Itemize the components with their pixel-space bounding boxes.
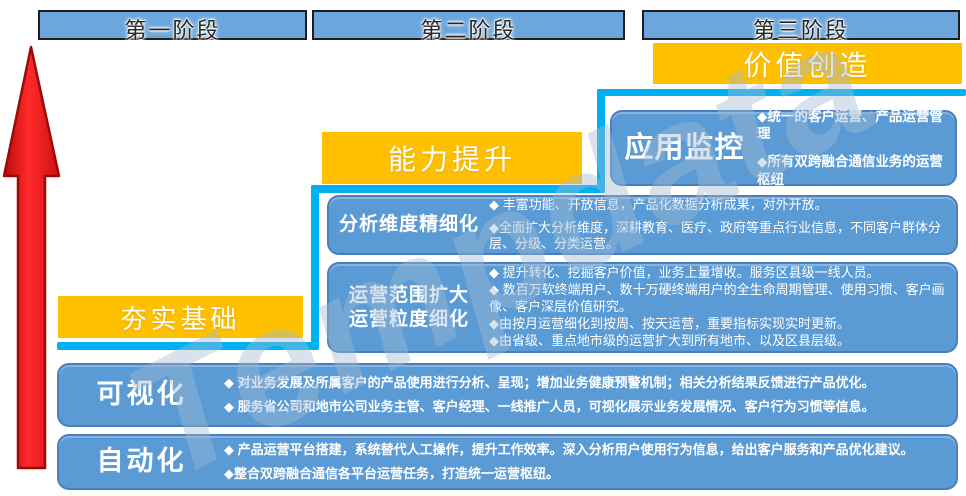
card-operation-scope-title: 运营范围扩大 运营粒度细化 bbox=[329, 264, 489, 351]
phase-header-2: 第二阶段 bbox=[312, 10, 625, 43]
card-automation: 自动化 ◆ 产品运营平台搭建，系统替代人工操作，提升工作效率。深入分析用户使用行… bbox=[57, 434, 958, 490]
card-automation-title: 自动化 bbox=[96, 446, 187, 477]
phase-header-1: 第一阶段 bbox=[38, 10, 307, 43]
card-analysis-refinement-title: 分析维度精细化 bbox=[338, 214, 479, 236]
bullet-item: ◆ 丰富功能、开放信息，产品化数据分析成果，对外开放。 bbox=[489, 196, 828, 212]
stage-bar-solid-foundation: 夯实基础 bbox=[58, 296, 303, 338]
phase-header-1-label: 第一阶段 bbox=[124, 18, 221, 43]
card-operation-scope-title-line2: 运营粒度细化 bbox=[348, 308, 469, 330]
bullet-item: ◆所有双跨融合通信业务的运营枢纽 bbox=[757, 154, 943, 187]
step-line-1-horizontal bbox=[57, 342, 319, 350]
bullet-item: ◆由省级、重点地市级的运营扩大到所有地市、以及区县层级。 bbox=[489, 332, 850, 348]
stage-bar-capability-improvement: 能力提升 bbox=[322, 132, 582, 184]
card-app-monitoring: 应用监控 ◆统一的客户运营、产品运营管理 ◆所有双跨融合通信业务的运营枢纽 bbox=[610, 109, 957, 187]
up-arrow bbox=[2, 45, 61, 470]
bullet-item: ◆由按月运营细化到按周、按天运营，重要指标实现实时更新。 bbox=[489, 315, 850, 331]
phase-header-3: 第三阶段 bbox=[642, 10, 960, 43]
card-automation-bullets: ◆ 产品运营平台搭建，系统替代人工操作，提升工作效率。深入分析用户使用行为信息，… bbox=[224, 436, 956, 488]
card-operation-scope-title-line1: 运营范围扩大 bbox=[348, 284, 469, 306]
step-line-2-horizontal bbox=[311, 185, 605, 193]
phase-header-3-label: 第三阶段 bbox=[752, 18, 849, 43]
bullet-item: ◆ 对业务发展及所属客户的产品使用进行分析、呈现；增加业务健康预警机制；相关分析… bbox=[224, 374, 875, 390]
stage-bar-capability-improvement-label: 能力提升 bbox=[387, 144, 516, 175]
bullet-item: ◆全面扩大分析维度，深耕教育、医疗、政府等重点行业信息，不同客户群体分层、分级、… bbox=[489, 219, 941, 252]
card-analysis-refinement: 分析维度精细化 ◆ 丰富功能、开放信息，产品化数据分析成果，对外开放。 ◆全面扩… bbox=[327, 195, 958, 255]
card-app-monitoring-title: 应用监控 bbox=[624, 131, 745, 164]
step-line-3-horizontal bbox=[597, 89, 966, 96]
step-line-2-vertical bbox=[311, 185, 319, 349]
card-visualization: 可视化 ◆ 对业务发展及所属客户的产品使用进行分析、呈现；增加业务健康预警机制；… bbox=[57, 363, 958, 427]
bullet-item: ◆ 数百万软终端用户、数十万硬终端用户的全生命周期管理、使用习惯、客户画像、客户… bbox=[489, 282, 945, 315]
bullet-item: ◆统一的客户运营、产品运营管理 bbox=[757, 108, 943, 142]
phase-header-2-label: 第二阶段 bbox=[420, 18, 517, 43]
card-app-monitoring-bullets: ◆统一的客户运营、产品运营管理 ◆所有双跨融合通信业务的运营枢纽 bbox=[757, 109, 955, 187]
card-visualization-title: 可视化 bbox=[96, 379, 187, 410]
card-visualization-bullets: ◆ 对业务发展及所属客户的产品使用进行分析、呈现；增加业务健康预警机制；相关分析… bbox=[224, 365, 956, 425]
bullet-item: ◆ 服务省公司和地市公司业务主管、客户经理、一线推广人员，可视化展示业务发展情况… bbox=[224, 399, 875, 414]
card-analysis-refinement-bullets: ◆ 丰富功能、开放信息，产品化数据分析成果，对外开放。 ◆全面扩大分析维度，深耕… bbox=[489, 197, 956, 253]
stage-bar-solid-foundation-label: 夯实基础 bbox=[120, 303, 241, 334]
bullet-item: ◆ 提升转化、挖掘客户价值，业务上量增收。服务区县级一线人员。 bbox=[489, 265, 880, 281]
step-line-3-vertical bbox=[597, 89, 605, 192]
stage-bar-value-creation: 价值创造 bbox=[653, 43, 962, 84]
bullet-item: ◆整合双跨融合通信各平台运营任务，打造统一运营枢纽。 bbox=[224, 466, 559, 481]
bullet-item: ◆ 产品运营平台搭建，系统替代人工操作，提升工作效率。深入分析用户使用行为信息，… bbox=[224, 441, 914, 457]
card-operation-scope-bullets: ◆ 提升转化、挖掘客户价值，业务上量增收。服务区县级一线人员。 ◆ 数百万软终端… bbox=[489, 264, 956, 351]
stage-bar-value-creation-label: 价值创造 bbox=[743, 49, 872, 81]
card-operation-scope: 运营范围扩大 运营粒度细化 ◆ 提升转化、挖掘客户价值，业务上量增收。服务区县级… bbox=[327, 262, 958, 353]
